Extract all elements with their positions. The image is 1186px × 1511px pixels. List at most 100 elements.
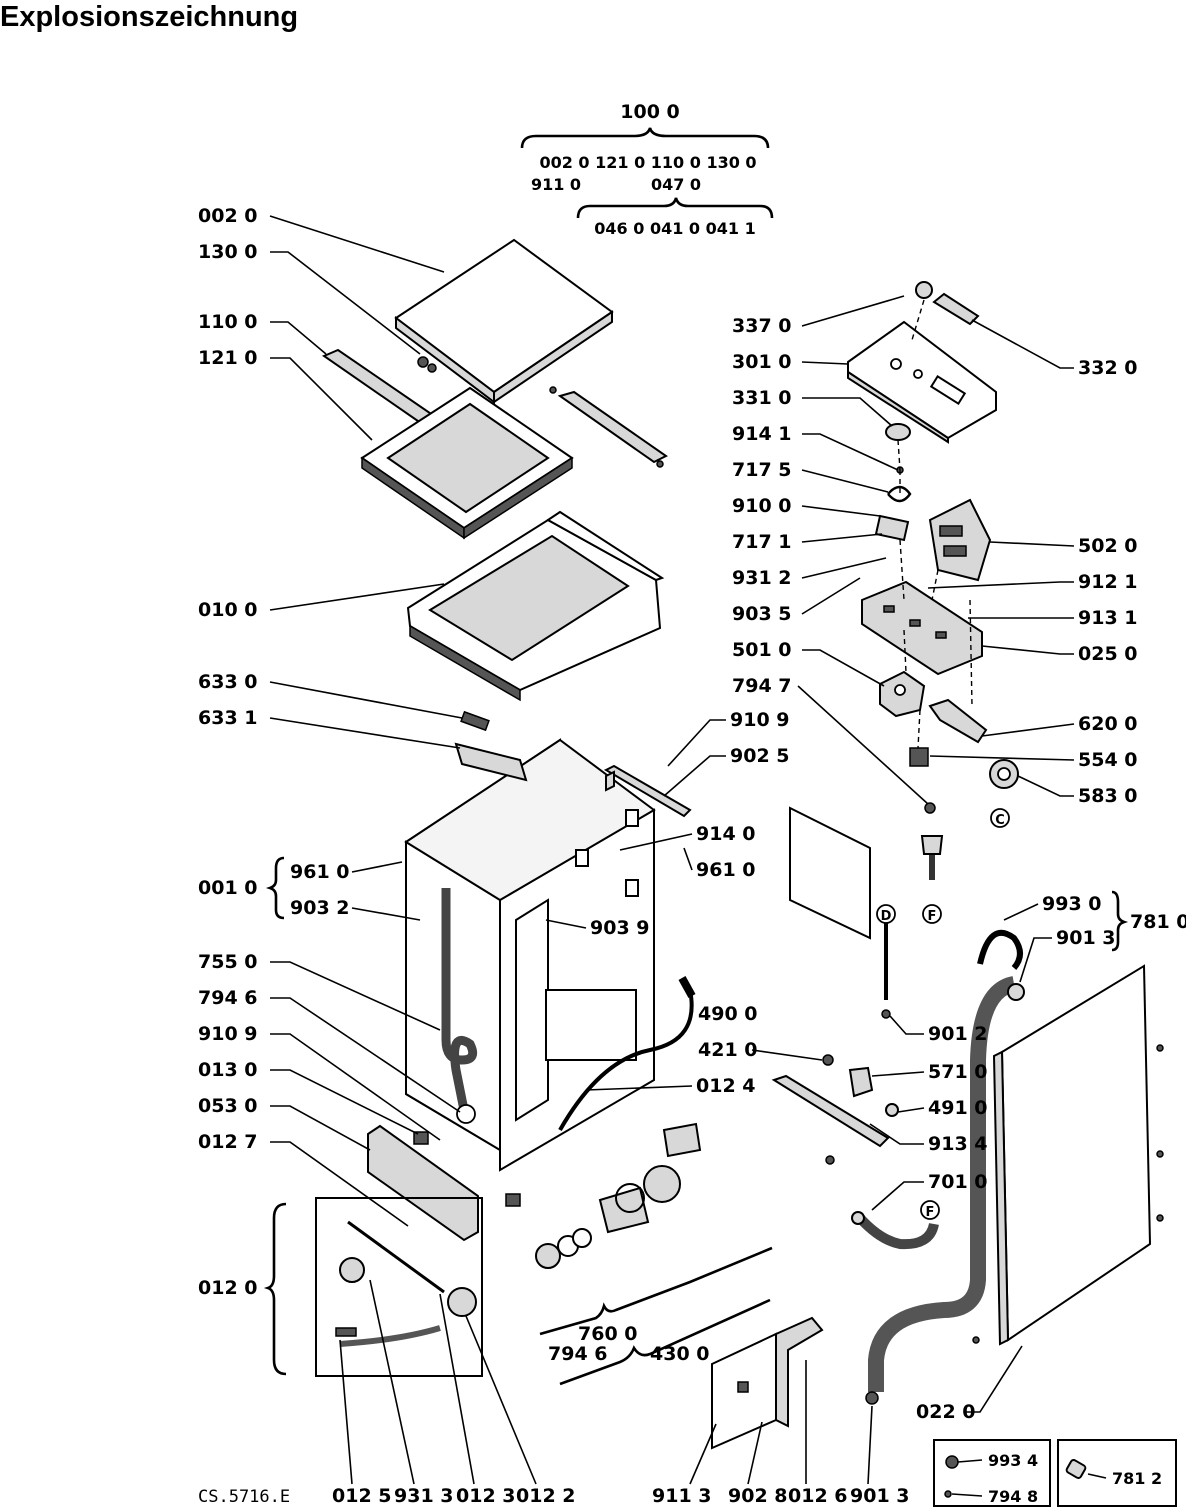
label-910-9: 910 9 <box>198 1023 258 1045</box>
label-633-0: 633 0 <box>198 671 258 693</box>
clamp-701-part <box>851 1211 865 1225</box>
group-047-row3: 046 0 041 0 041 1 <box>594 219 755 238</box>
label-571-0: 571 0 <box>928 1061 988 1083</box>
label-025-0: 025 0 <box>1078 643 1138 665</box>
label-012-4: 012 4 <box>696 1075 756 1097</box>
label-301-0: 301 0 <box>732 351 792 373</box>
bracket-633-part <box>454 710 528 782</box>
bottom-callouts: 012 5 931 3 012 3 012 2 911 3 902 8 012 … <box>198 1279 910 1507</box>
pump-760-brace <box>539 1246 773 1336</box>
label-121-0: 121 0 <box>198 347 258 369</box>
right-callouts: 337 0 301 0 331 0 914 1 717 5 910 0 717 … <box>732 295 1138 807</box>
label-110-0: 110 0 <box>198 311 258 333</box>
screw-022-a <box>1156 1044 1164 1052</box>
label-794-7: 794 7 <box>732 675 792 697</box>
knob-583-part <box>989 759 1019 789</box>
clamp-901-3-b-part <box>865 1391 879 1405</box>
label-012-6: 012 6 <box>788 1485 848 1507</box>
label-490-0: 490 0 <box>698 1003 758 1025</box>
lid-frame-010-part <box>406 510 665 702</box>
page-title: Explosionszeichnung <box>0 1 299 33</box>
pump-430-part <box>535 1122 702 1269</box>
screw-022-b <box>1156 1150 1164 1158</box>
legend-box-2: 781 2 <box>1057 1439 1177 1507</box>
seal-794-part <box>456 1104 476 1124</box>
screw-130-part <box>417 356 437 373</box>
group-100-row2a: 911 0 <box>531 175 581 194</box>
kit-012-box <box>315 1197 483 1377</box>
label-912-1: 912 1 <box>1078 571 1138 593</box>
marker-d: D <box>876 904 896 924</box>
hose-755-part <box>441 888 478 1111</box>
cable-490-part <box>558 989 694 1131</box>
svg-text:F: F <box>926 1205 935 1220</box>
bracket-902-8-part <box>711 1316 824 1450</box>
label-130-0: 130 0 <box>198 241 258 263</box>
label-755-0: 755 0 <box>198 951 258 973</box>
marker-f-1: F <box>922 904 942 924</box>
cam-910-part <box>887 485 912 503</box>
plug-554-part <box>909 747 929 767</box>
legend-794-8: 794 8 <box>988 1487 1038 1506</box>
ring-794-7-part <box>924 802 936 814</box>
rail-041-part <box>549 386 668 468</box>
foot-013-part <box>413 1131 429 1145</box>
bracket-421-part <box>771 1054 899 1165</box>
base-panel-053-part <box>367 1124 479 1242</box>
label-502-0: 502 0 <box>1078 535 1138 557</box>
label-001-0: 001 0 <box>198 877 258 899</box>
hose-701-part <box>856 1214 939 1250</box>
label-903-5: 903 5 <box>732 603 792 625</box>
label-913-1: 913 1 <box>1078 607 1138 629</box>
label-910-0: 910 0 <box>732 495 792 517</box>
board-620-part <box>928 698 988 744</box>
svg-text:C: C <box>995 813 1005 828</box>
label-931-2: 931 2 <box>732 567 792 589</box>
label-961-0: 961 0 <box>290 861 350 883</box>
label-013-0: 013 0 <box>198 1059 258 1081</box>
group-100-row2b: 047 0 <box>651 175 701 194</box>
shaft-717-1-part <box>874 514 910 542</box>
label-022-0: 022 0 <box>916 1401 976 1423</box>
drain-hose-781-part <box>868 976 1017 1392</box>
label-961-0-c: 961 0 <box>696 859 756 881</box>
clamp-901-3-part <box>1007 983 1025 1001</box>
label-903-9: 903 9 <box>590 917 650 939</box>
screw-022-c <box>1156 1214 1164 1222</box>
label-620-0: 620 0 <box>1078 713 1138 735</box>
legend-781-2: 781 2 <box>1112 1469 1162 1488</box>
foot-012-4-part <box>505 1193 521 1207</box>
group-100-brace <box>520 127 770 149</box>
assembly-dash-1 <box>897 299 973 749</box>
group-100-header: 100 0 <box>620 101 680 123</box>
hook-993-part <box>977 929 1023 970</box>
label-910-9-c: 910 9 <box>730 709 790 731</box>
label-760-0: 760 0 <box>578 1323 638 1345</box>
control-panel-301-part <box>847 320 997 444</box>
label-903-2: 903 2 <box>290 897 350 919</box>
label-901-3-b: 901 3 <box>850 1485 910 1507</box>
label-911-3: 911 3 <box>652 1485 712 1507</box>
label-701-0: 701 0 <box>928 1171 988 1193</box>
kit-012-parts <box>335 1220 477 1347</box>
label-053-0: 053 0 <box>198 1095 258 1117</box>
label-931-3: 931 3 <box>394 1485 454 1507</box>
label-012-2: 012 2 <box>516 1485 576 1507</box>
label-901-3: 901 3 <box>1056 927 1116 949</box>
label-012-3: 012 3 <box>456 1485 516 1507</box>
label-430-0: 430 0 <box>650 1343 710 1365</box>
label-012-0: 012 0 <box>198 1277 258 1299</box>
svg-text:F: F <box>928 909 937 924</box>
label-421-0: 421 0 <box>698 1039 758 1061</box>
label-902-8: 902 8 <box>728 1485 788 1507</box>
frame-121-part <box>360 386 574 540</box>
label-794-6: 794 6 <box>198 987 258 1009</box>
label-332-0: 332 0 <box>1078 357 1138 379</box>
frame-025-part <box>861 580 983 676</box>
label-914-1: 914 1 <box>732 423 792 445</box>
knob-331-part <box>885 423 911 441</box>
top-cover-part <box>394 238 614 405</box>
label-331-0: 331 0 <box>732 387 792 409</box>
kit-012-brace <box>263 1202 287 1376</box>
